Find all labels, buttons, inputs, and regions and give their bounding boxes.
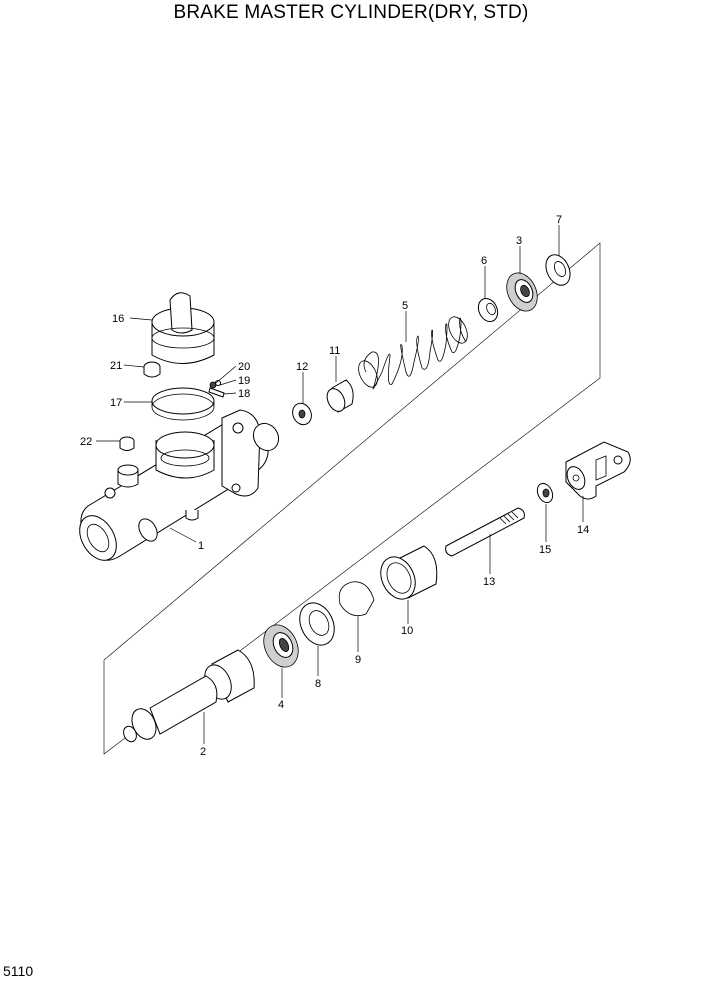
part-10-sleeve (380, 545, 438, 600)
assembly-frame (103, 242, 601, 755)
part-1-cylinder-body (79, 409, 280, 561)
part-12-washer (292, 402, 312, 426)
callout-16: 16 (112, 313, 124, 325)
callout-15: 15 (539, 544, 551, 556)
callout-10: 10 (401, 625, 413, 637)
callout-4: 4 (278, 699, 284, 711)
callout-22: 22 (80, 436, 92, 448)
page-title: BRAKE MASTER CYLINDER(DRY, STD) (173, 2, 529, 23)
part-13-push-rod (445, 507, 525, 557)
callout-17: 17 (110, 397, 122, 409)
callout-6: 6 (481, 255, 487, 267)
part-6-seat (477, 297, 499, 323)
part-11-cup (326, 379, 354, 413)
part-3-seal (506, 272, 538, 312)
callout-8: 8 (315, 678, 321, 690)
page-number: 5110 (3, 963, 34, 979)
callout-20: 20 (238, 361, 250, 373)
part-15-nut (536, 482, 554, 504)
callout-19: 19 (238, 375, 250, 387)
callout-7: 7 (556, 214, 562, 226)
part-14-clevis (565, 441, 631, 500)
part-9-snap-ring (338, 581, 375, 617)
callout-14: 14 (577, 524, 589, 536)
callout-11: 11 (329, 345, 340, 357)
part-22-cap (119, 436, 135, 451)
callout-9: 9 (355, 654, 361, 666)
part-8-washer (299, 602, 335, 646)
part-5-spring (358, 316, 468, 390)
callout-18: 18 (238, 388, 250, 400)
callout-3: 3 (516, 235, 522, 247)
part-17-band (151, 387, 215, 421)
part-21-plug (143, 361, 161, 378)
callout-1: 1 (198, 540, 204, 552)
part-4-seal (263, 624, 299, 668)
part-18-20-clamp-hardware (208, 380, 225, 398)
part-16-reservoir-cap (151, 292, 215, 364)
callout-labels: 16 21 17 22 20 19 18 1 2 3 4 5 6 7 8 9 1… (80, 214, 589, 758)
callout-21: 21 (110, 360, 122, 372)
callout-2: 2 (200, 746, 206, 758)
leader-lines (96, 225, 584, 744)
part-2-piston (123, 649, 255, 743)
part-7-washer (545, 254, 571, 286)
callout-12: 12 (296, 361, 308, 373)
callout-5: 5 (402, 300, 408, 312)
callout-13: 13 (483, 576, 495, 588)
